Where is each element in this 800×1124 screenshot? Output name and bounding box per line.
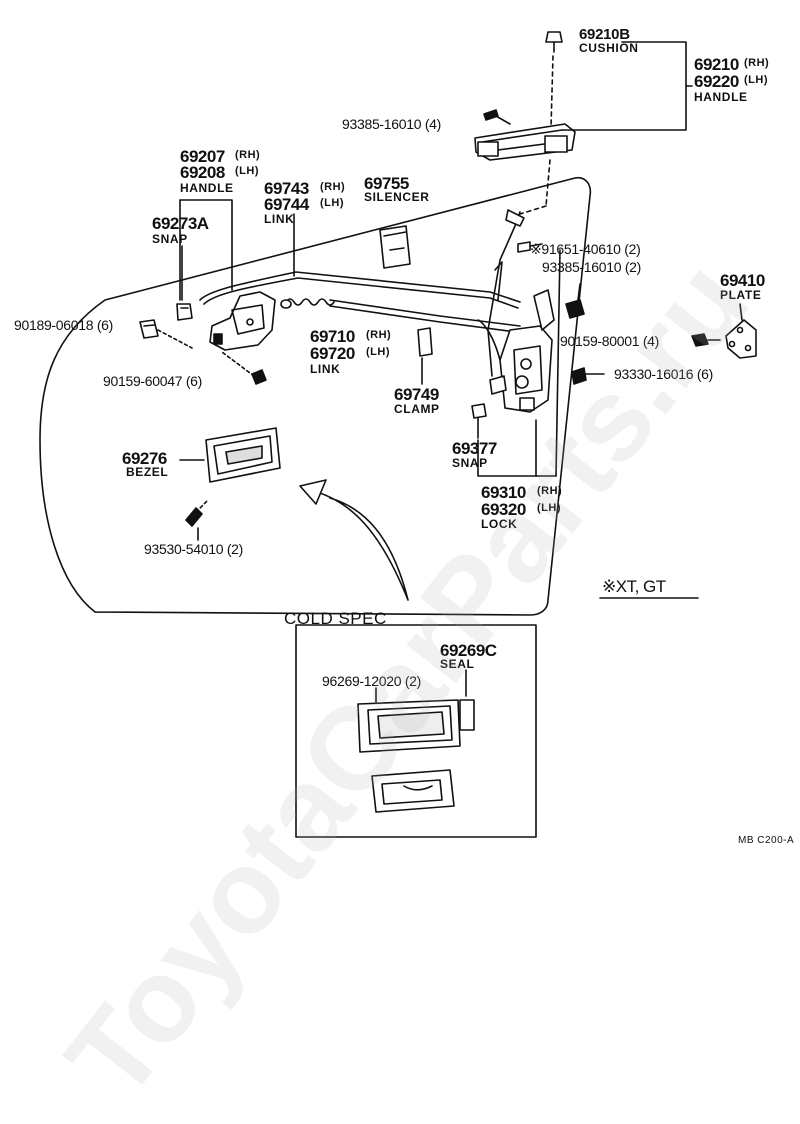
screw-93385-lock [565,283,585,319]
label-69310-rh: (RH) [537,485,563,497]
inside-handle-bracket [179,199,233,291]
label-69320: 69320 [481,500,526,519]
label-69210-rh: (RH) [744,57,770,69]
label-seal: SEAL [440,657,475,671]
label-snap-69377: SNAP [452,456,488,470]
inside-handle-part [209,291,276,351]
handle-leader-dash [545,159,551,207]
screw-93330 [571,367,605,385]
label-69377: 69377 [452,439,497,458]
label-silencer: SILENCER [364,190,430,204]
bezel-69276 [205,427,281,483]
label-69720-lh: (LH) [366,346,390,358]
label-69310: 69310 [481,483,526,502]
label-69743: 69743 [264,179,309,198]
striker-plate-69410 [725,319,757,359]
label-69208-lh: (LH) [235,165,259,177]
label-96269: 96269-12020 (2) [322,673,422,689]
label-clamp: CLAMP [394,402,440,416]
label-xt-gt: ※XT, GT [602,577,666,596]
label-link-upper: LINK [264,212,295,226]
label-69269c: 69269C [440,641,497,660]
label-69207-rh: (RH) [235,149,261,161]
label-93385-2: 93385-16010 (2) [542,259,642,275]
door-lock-assembly [477,261,555,413]
label-69220: 69220 [694,72,739,91]
door-panel-outline [39,176,592,616]
cold-spec-bezel-96269 [357,699,461,753]
silencer-69755 [379,225,411,269]
snap-69377 [471,403,487,419]
label-69749: 69749 [394,385,439,404]
label-69220-lh: (LH) [744,74,768,86]
screw-90159-80001 [691,333,721,347]
screw-93530 [185,499,209,527]
lock-group-bracket [477,419,537,477]
label-69710: 69710 [310,327,355,346]
label-93330: 93330-16016 (6) [614,366,714,382]
clamp-69749 [417,327,433,357]
label-69320-lh: (LH) [537,502,561,514]
label-ref-code: MB C200-A [738,835,795,846]
link-spring [285,298,335,306]
label-90159-60047: 90159-60047 (6) [103,373,203,389]
label-cold-spec: COLD SPEC [284,609,387,628]
label-handle-outer: HANDLE [694,90,748,104]
screw-91651 [517,241,543,253]
label-90189: 90189-06018 (6) [14,317,114,333]
label-90159-80001: 90159-80001 (4) [560,333,660,349]
label-69720: 69720 [310,344,355,363]
cold-spec-box [295,624,537,838]
clip-90189 [139,319,159,339]
screw-90159-60047 [221,351,267,385]
label-93385-4: 93385-16010 (4) [342,116,442,132]
seal-69269c [459,699,475,731]
label-93530: 93530-54010 (2) [144,541,244,557]
cold-spec-inside-handle [371,769,455,813]
label-91651: ※91651-40610 (2) [530,241,641,257]
cushion-leader-dash [550,55,554,129]
label-69744: 69744 [264,195,309,214]
label-plate: PLATE [720,288,762,302]
label-69755: 69755 [364,174,409,193]
upper-link-69743 [199,271,521,303]
label-69410: 69410 [720,271,765,290]
handle-group-bracket [561,41,687,131]
label-69273a: 69273A [152,214,209,233]
label-69710-rh: (RH) [366,329,392,341]
snap-69273a [176,303,193,321]
label-bezel: BEZEL [126,465,169,479]
cold-spec-arrow [309,489,409,601]
label-snap-69273a: SNAP [152,232,188,246]
label-link-lower: LINK [310,362,341,376]
label-handle-inner: HANDLE [180,181,234,195]
label-69208: 69208 [180,163,225,182]
label-69210: 69210 [694,55,739,74]
label-lock: LOCK [481,517,518,531]
label-69743-rh: (RH) [320,181,346,193]
cushion-part [545,31,563,53]
screw-93385-top [483,109,511,125]
outside-handle-part [474,123,576,161]
label-69744-lh: (LH) [320,197,344,209]
lower-link-69710 [329,299,521,327]
label-69207: 69207 [180,147,225,166]
label-69276: 69276 [122,449,167,468]
label-69210b: 69210B [579,26,630,43]
label-cushion: CUSHION [579,41,639,55]
